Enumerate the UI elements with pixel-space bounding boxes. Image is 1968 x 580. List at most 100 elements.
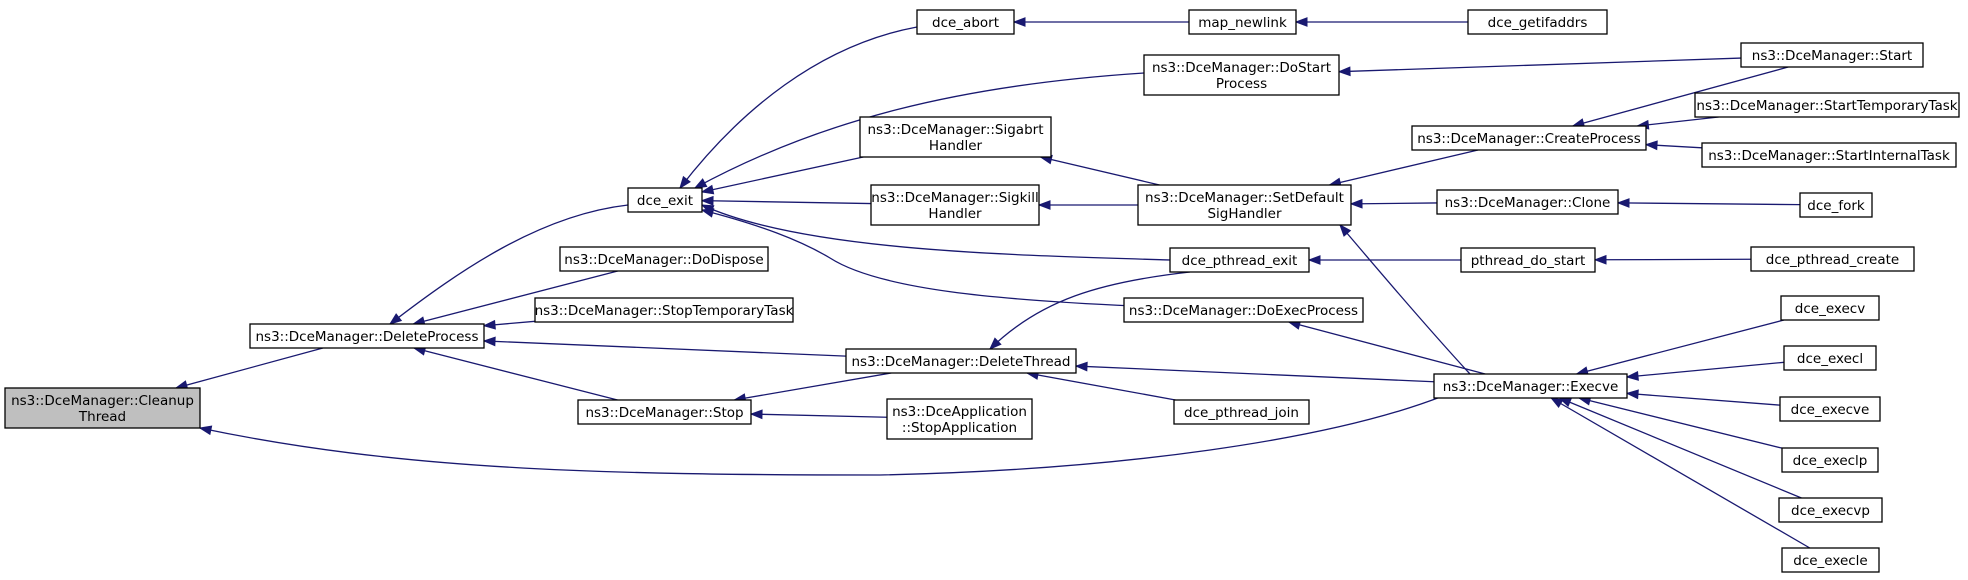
edge-line — [1350, 202, 1438, 205]
node-starttemp[interactable]: ns3::DceManager::StartTemporaryTask — [1694, 92, 1960, 118]
edge-line — [989, 271, 1191, 350]
edge-starttemp-to-createprocess — [1635, 116, 1719, 130]
node-label: dce_pthread_exit — [1182, 253, 1298, 269]
node-box — [1783, 345, 1877, 371]
edge-pthread_join-to-deletethread — [1025, 370, 1176, 401]
node-pthread-exit[interactable]: dce_pthread_exit — [1169, 247, 1310, 273]
arrowhead — [1037, 200, 1051, 210]
edge-dce_getifaddrs-to-map_newlink — [1294, 17, 1468, 27]
node-start[interactable]: ns3::DceManager::Start — [1740, 42, 1924, 68]
node-label: ns3::DceManager::DoExecProcess — [1129, 303, 1358, 319]
node-clone[interactable]: ns3::DceManager::Clone — [1436, 189, 1619, 215]
edge-line — [1339, 224, 1471, 375]
node-label: ns3::DceManager::DeleteProcess — [255, 329, 478, 345]
node-box — [886, 398, 1033, 440]
edge-dce_execle-to-execve — [1549, 397, 1811, 549]
edge-line — [1040, 156, 1160, 186]
node-label: dce_execve — [1791, 402, 1870, 418]
node-box — [1780, 295, 1880, 321]
node-dce-abort[interactable]: dce_abort — [916, 9, 1015, 35]
node-box — [534, 297, 794, 323]
edge-dce_execlp-to-execve — [1577, 395, 1783, 449]
node-dce-exit[interactable]: dce_exit — [627, 187, 703, 213]
edge-line — [694, 72, 1145, 189]
edge-line — [1338, 57, 1742, 73]
edge-stoptemp-to-deleteprocess — [482, 319, 536, 330]
edge-stop-to-deleteprocess — [412, 346, 618, 401]
node-box — [1781, 547, 1880, 573]
edge-deletethread-to-deleteprocess — [482, 336, 847, 357]
node-dce-execlp[interactable]: dce_execlp — [1781, 447, 1879, 473]
node-doexec[interactable]: ns3::DceManager::DoExecProcess — [1123, 297, 1364, 323]
node-deletethread[interactable]: ns3::DceManager::DeleteThread — [845, 348, 1077, 374]
node-box — [627, 187, 703, 213]
edge-dostart-to-dce_exit — [693, 72, 1145, 189]
arrowhead — [1616, 198, 1630, 208]
edge-line — [750, 413, 888, 418]
edge-line — [1626, 392, 1781, 406]
node-dce-execv[interactable]: dce_execv — [1780, 295, 1880, 321]
arrowhead — [1549, 397, 1564, 409]
node-map-newlink[interactable]: map_newlink — [1188, 9, 1297, 35]
edge-line — [1637, 116, 1719, 127]
edge-line — [175, 347, 324, 389]
arrowhead — [1012, 17, 1026, 27]
arrowhead — [749, 409, 763, 420]
node-box — [1467, 9, 1608, 35]
edge-line — [413, 270, 618, 325]
node-createprocess[interactable]: ns3::DceManager::CreateProcess — [1411, 125, 1647, 151]
node-label: dce_execvp — [1791, 503, 1870, 519]
node-stoptemp[interactable]: ns3::DceManager::StopTemporaryTask — [534, 297, 794, 323]
node-label: ns3::DceManager::DeleteThread — [852, 354, 1071, 370]
node-stopapp[interactable]: ns3::DceApplication::StopApplication — [886, 398, 1033, 440]
node-dce-execl[interactable]: dce_execl — [1783, 345, 1877, 371]
edge-dce_execv-to-execve — [1575, 319, 1785, 376]
node-box — [1799, 192, 1873, 218]
node-stop[interactable]: ns3::DceManager::Stop — [577, 399, 752, 425]
arrowhead — [482, 319, 496, 330]
edge-execve-to-deletethread — [1074, 361, 1435, 383]
node-startinternal[interactable]: ns3::DceManager::StartInternalTask — [1701, 142, 1957, 168]
node-dce-execve[interactable]: dce_execve — [1779, 396, 1881, 422]
node-dce-getifaddrs[interactable]: dce_getifaddrs — [1467, 9, 1608, 35]
node-label: ::StopApplication — [902, 420, 1017, 436]
node-dce-fork[interactable]: dce_fork — [1799, 192, 1873, 218]
node-box — [577, 399, 752, 425]
node-box — [1123, 297, 1364, 323]
node-label: ns3::DceManager::CreateProcess — [1417, 131, 1641, 147]
node-box — [1781, 447, 1879, 473]
node-label: Handler — [928, 206, 982, 222]
node-label: ns3::DceManager::StartInternalTask — [1708, 148, 1950, 164]
node-label: dce_exit — [637, 193, 693, 209]
edge-pthread_create-to-pthread_do_start — [1593, 254, 1752, 265]
node-pthread-do-start[interactable]: pthread_do_start — [1460, 247, 1596, 273]
node-box — [1173, 399, 1310, 425]
node-label: map_newlink — [1198, 15, 1287, 31]
edge-line — [1578, 397, 1783, 449]
node-label: Thread — [78, 409, 126, 425]
node-label: dce_pthread_create — [1766, 252, 1899, 268]
node-dce-execvp[interactable]: dce_execvp — [1778, 497, 1883, 523]
arrowhead — [1349, 198, 1363, 209]
node-label: dce_execle — [1793, 553, 1867, 569]
node-pthread-create[interactable]: dce_pthread_create — [1750, 246, 1915, 272]
edge-dce_exit-to-deleteprocess — [388, 204, 629, 325]
node-box — [559, 246, 769, 272]
node-dce-execle[interactable]: dce_execle — [1781, 547, 1880, 573]
node-dodispose[interactable]: ns3::DceManager::DoDispose — [559, 246, 769, 272]
edge-line — [1617, 202, 1801, 206]
node-label: ns3::DceManager::DoDispose — [564, 252, 763, 268]
node-deleteprocess[interactable]: ns3::DceManager::DeleteProcess — [249, 323, 485, 349]
edge-line — [413, 347, 618, 401]
node-box — [1750, 246, 1915, 272]
arrowhead — [700, 195, 714, 206]
node-label: ns3::DceManager::StopTemporaryTask — [535, 303, 794, 319]
node-pthread-join[interactable]: dce_pthread_join — [1173, 399, 1310, 425]
node-execve[interactable]: ns3::DceManager::Execve — [1433, 373, 1628, 399]
